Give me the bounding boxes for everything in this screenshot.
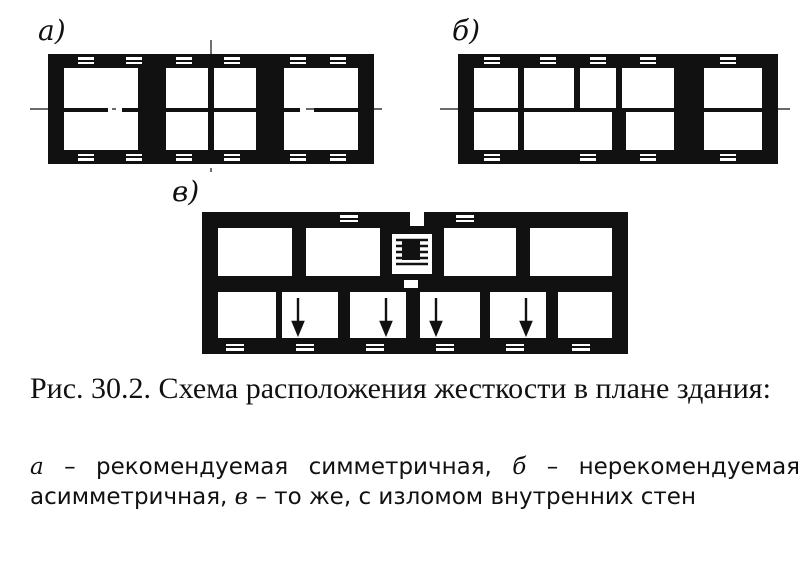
plan-b-room: [704, 68, 762, 108]
plan-a-room: [214, 68, 256, 108]
legend-a-text: – рекомендуемая симметричная,: [43, 454, 513, 480]
figure-legend: а – рекомендуемая симметричная, б – нере…: [30, 452, 800, 512]
plan-a-label: а): [38, 14, 66, 47]
plan-b-room: [622, 68, 674, 108]
plan-a-room: [284, 112, 358, 150]
legend-b-text: – нерекомендуемая асимметричная,: [30, 454, 800, 510]
plan-b-room: [524, 68, 574, 108]
legend-v-text: – то же, с изломом внутренних стен: [248, 484, 696, 510]
plan-b-room: [622, 112, 674, 150]
plan-v-windows: [226, 215, 590, 351]
plan-b: [440, 54, 790, 164]
plan-v-label: в): [172, 175, 200, 208]
plan-a-room: [64, 112, 138, 150]
plan-a-room: [64, 68, 138, 108]
plan-v-room: [420, 292, 480, 338]
plan-v-room: [350, 292, 406, 338]
plan-v-room: [306, 228, 380, 276]
plan-v: [202, 212, 628, 354]
plan-a-room: [166, 68, 208, 108]
plan-v-room: [530, 228, 612, 276]
plan-b-room: [580, 68, 616, 108]
diagram-canvas: [30, 40, 790, 354]
plan-a-windows: [78, 57, 346, 161]
legend-b-letter: б: [512, 454, 527, 480]
plan-a-room: [284, 68, 358, 108]
legend-v-letter: в: [234, 484, 249, 510]
plan-v-room: [282, 292, 338, 338]
figure-caption: Рис. 30.2. Схема расположения жесткости …: [30, 372, 771, 405]
legend-a-letter: а: [30, 454, 44, 480]
plan-v-room: [218, 292, 276, 338]
plan-v-room: [218, 228, 292, 276]
plan-a-room: [166, 112, 208, 150]
plan-b-room: [474, 68, 518, 108]
plan-v-room: [490, 292, 546, 338]
plan-v-room: [558, 292, 612, 338]
plan-v-room: [444, 228, 516, 276]
plan-b-label: б): [452, 14, 481, 47]
plan-a: [30, 40, 388, 176]
plan-b-room: [474, 112, 518, 150]
plan-b-windows: [484, 57, 736, 161]
plan-v-arrows: [291, 298, 533, 338]
plan-a-room: [214, 112, 256, 150]
plan-b-room: [704, 112, 762, 150]
